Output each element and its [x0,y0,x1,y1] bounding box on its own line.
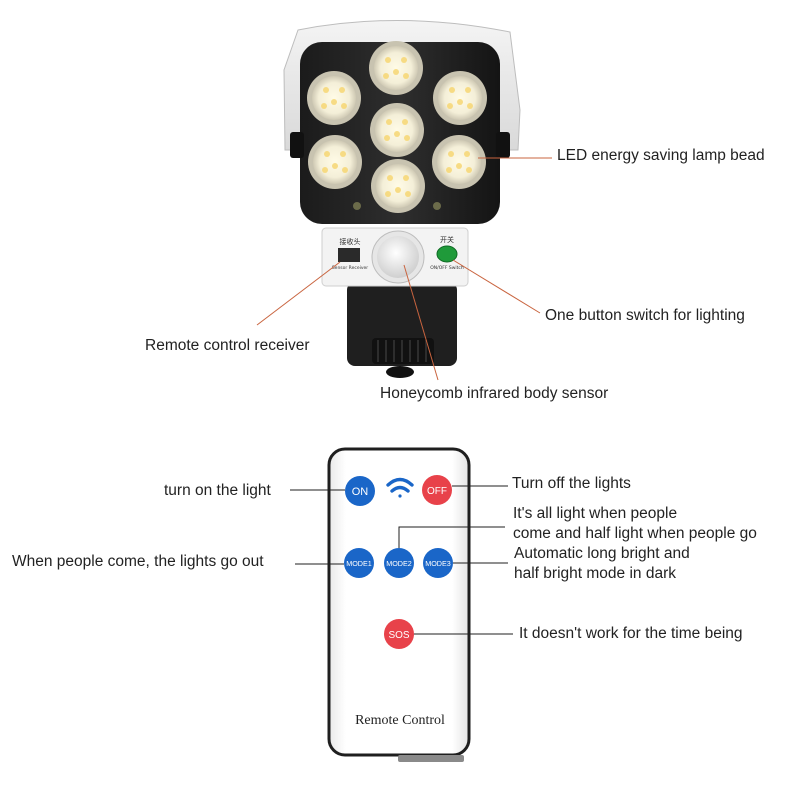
led-lamp-beads [307,41,487,213]
callout-on-button: turn on the light [164,482,271,499]
callout-mode1: When people come, the lights go out [12,553,264,570]
callout-mode2: It's all light when people come and half… [513,504,757,544]
led-module [308,135,362,189]
switch-label-cn: 开关 [440,235,454,244]
sos-button[interactable]: SOS [384,619,414,649]
power-switch-button[interactable] [436,245,458,263]
callout-remote-receiver: Remote control receiver [145,337,310,354]
led-module [369,41,423,95]
on-button-label: ON [352,486,369,498]
callout-mode3: Automatic long bright and half bright mo… [514,544,690,584]
remote-receiver-window [338,248,360,262]
callout-off-button: Turn off the lights [512,475,631,492]
mode3-button-label: MODE3 [425,559,451,568]
receiver-label-en: Sensor Receiver [332,265,368,271]
lamp-leader-lines [256,157,552,381]
mode2-button-label: MODE2 [386,559,412,568]
remote-control: ON OFF MODE1 MODE2 MODE3 SOS Remote Cont… [327,447,471,762]
remote-leader-lines [290,485,513,635]
callout-mode3-line1: Automatic long bright and [514,545,690,562]
callout-mode3-line2: half bright mode in dark [514,565,676,582]
callout-switch: One button switch for lighting [545,307,745,324]
led-module [371,159,425,213]
wifi-icon [386,477,414,498]
mode1-button-label: MODE1 [346,559,372,568]
receiver-label-cn: 接收头 [340,237,361,246]
mode2-button[interactable]: MODE2 [384,548,414,578]
led-module [370,103,424,157]
on-button[interactable]: ON [345,476,375,506]
mode1-button[interactable]: MODE1 [344,548,374,578]
solar-lamp: 接收头 Sensor Receiver 开关 ON/OFF Switch [283,19,521,378]
mode3-button[interactable]: MODE3 [423,548,453,578]
led-module [307,71,361,125]
callout-led-lamp-bead: LED energy saving lamp bead [557,147,765,164]
pir-sensor [371,230,425,284]
off-button[interactable]: OFF [422,475,452,505]
callout-mode2-line2: come and half light when people go [513,525,757,542]
callout-sos: It doesn't work for the time being [519,625,743,642]
sos-button-label: SOS [388,630,409,641]
led-module [433,71,487,125]
led-module [432,135,486,189]
callout-infrared-sensor: Honeycomb infrared body sensor [380,385,609,402]
remote-brand-label: Remote Control [355,713,445,728]
off-button-label: OFF [427,486,447,497]
remote-body [327,447,471,757]
callout-mode2-line1: It's all light when people [513,505,678,522]
switch-label-en: ON/OFF Switch [430,265,464,271]
